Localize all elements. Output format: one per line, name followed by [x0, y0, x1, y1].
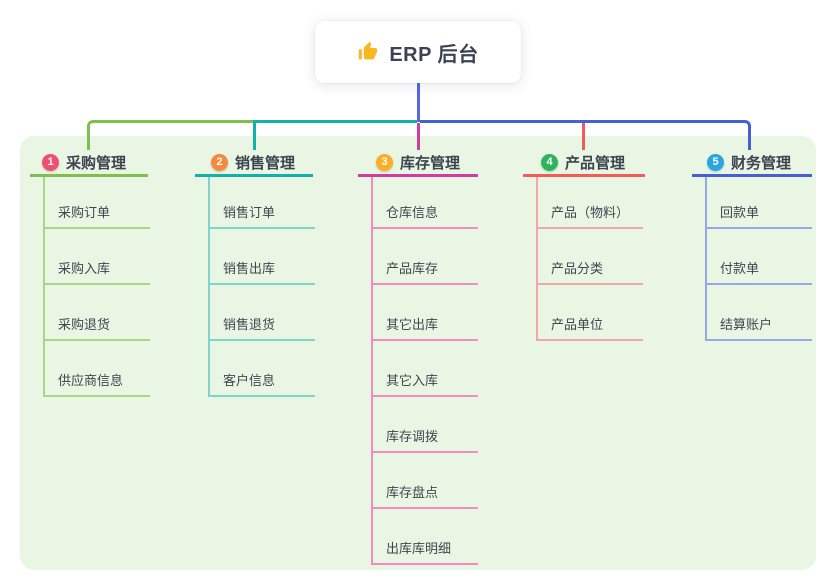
- connector-branch-5: [420, 120, 751, 150]
- subnode-label: 仓库信息: [386, 205, 439, 220]
- connector-branch-4: [582, 123, 585, 150]
- branch-label: 财务管理: [731, 154, 792, 172]
- branch-subtree: 回款单 付款单 结算账户: [705, 177, 812, 341]
- subnode[interactable]: 供应商信息: [45, 341, 150, 397]
- branch-number-badge: 5: [707, 153, 724, 171]
- subnode[interactable]: 产品单位: [538, 285, 643, 341]
- subnode-label: 客户信息: [223, 373, 276, 388]
- branch-subtree: 仓库信息 产品库存 其它出库 其它入库 库存调拨 库存盘点 出库库明细: [371, 177, 478, 565]
- branch-node[interactable]: 5 财务管理: [692, 150, 812, 177]
- branch-number-badge: 4: [541, 153, 558, 171]
- subnode-label: 回款单: [720, 205, 760, 220]
- subnode-label: 出库库明细: [386, 541, 452, 556]
- branch-node[interactable]: 2 销售管理: [195, 150, 313, 177]
- branch-subtree: 产品（物料） 产品分类 产品单位: [536, 177, 645, 341]
- subnode[interactable]: 销售退货: [210, 285, 315, 341]
- subnode[interactable]: 采购入库: [45, 229, 150, 285]
- branch-number-badge: 3: [376, 153, 393, 171]
- subnode[interactable]: 其它入库: [373, 341, 478, 397]
- subnode[interactable]: 产品分类: [538, 229, 643, 285]
- branch: 2 销售管理 销售订单 销售出库 销售退货 客户信息: [195, 150, 315, 397]
- branch-number-badge: 2: [211, 153, 228, 171]
- subnode-label: 采购订单: [58, 205, 111, 220]
- subnode-label: 供应商信息: [58, 373, 124, 388]
- subnode[interactable]: 库存调拨: [373, 397, 478, 453]
- branch: 4 产品管理 产品（物料） 产品分类 产品单位: [523, 150, 645, 341]
- subnode-label: 采购退货: [58, 317, 111, 332]
- subnode[interactable]: 销售出库: [210, 229, 315, 285]
- branch: 5 财务管理 回款单 付款单 结算账户: [692, 150, 812, 341]
- subnode[interactable]: 回款单: [707, 177, 812, 229]
- subnode-label: 结算账户: [720, 317, 773, 332]
- branches-panel: [20, 136, 816, 570]
- subnode-label: 产品（物料）: [551, 205, 630, 220]
- subnode[interactable]: 其它出库: [373, 285, 478, 341]
- subnode-label: 采购入库: [58, 261, 111, 276]
- subnode[interactable]: 产品库存: [373, 229, 478, 285]
- subnode[interactable]: 销售订单: [210, 177, 315, 229]
- connector-root-line: [417, 83, 420, 122]
- branch: 1 采购管理 采购订单 采购入库 采购退货 供应商信息: [30, 150, 150, 397]
- branch: 3 库存管理 仓库信息 产品库存 其它出库 其它入库 库存调拨 库存盘点 出库库…: [358, 150, 478, 565]
- subnode[interactable]: 结算账户: [707, 285, 812, 341]
- subnode-label: 付款单: [720, 261, 760, 276]
- subnode[interactable]: 付款单: [707, 229, 812, 285]
- subnode-label: 销售退货: [223, 317, 276, 332]
- branch-number-badge: 1: [42, 153, 59, 171]
- branch-label: 库存管理: [400, 154, 461, 172]
- subnode-label: 产品分类: [551, 261, 604, 276]
- connector-branch-3: [417, 123, 420, 150]
- subnode[interactable]: 采购订单: [45, 177, 150, 229]
- branch-node[interactable]: 1 采购管理: [30, 150, 148, 177]
- branch-label: 销售管理: [235, 154, 296, 172]
- subnode-label: 库存调拨: [386, 429, 439, 444]
- subnode-label: 产品单位: [551, 317, 604, 332]
- connector-branch-1: [87, 120, 253, 150]
- subnode-label: 库存盘点: [386, 485, 439, 500]
- subnode[interactable]: 库存盘点: [373, 453, 478, 509]
- subnode[interactable]: 产品（物料）: [538, 177, 643, 229]
- branch-node[interactable]: 3 库存管理: [358, 150, 478, 177]
- branch-node[interactable]: 4 产品管理: [523, 150, 645, 177]
- subnode-label: 其它出库: [386, 317, 439, 332]
- subnode[interactable]: 客户信息: [210, 341, 315, 397]
- root-title: ERP 后台: [389, 43, 479, 66]
- subnode[interactable]: 仓库信息: [373, 177, 478, 229]
- branch-subtree: 采购订单 采购入库 采购退货 供应商信息: [43, 177, 150, 397]
- branch-label: 采购管理: [66, 154, 127, 172]
- subnode[interactable]: 出库库明细: [373, 509, 478, 565]
- subnode-label: 其它入库: [386, 373, 439, 388]
- branch-subtree: 销售订单 销售出库 销售退货 客户信息: [208, 177, 315, 397]
- subnode-label: 销售订单: [223, 205, 276, 220]
- root-node[interactable]: ERP 后台: [315, 21, 521, 83]
- subnode[interactable]: 采购退货: [45, 285, 150, 341]
- branch-label: 产品管理: [565, 154, 626, 172]
- thumbs-up-icon: [359, 41, 378, 60]
- connector-branch-2: [253, 120, 417, 150]
- subnode-label: 产品库存: [386, 261, 439, 276]
- subnode-label: 销售出库: [223, 261, 276, 276]
